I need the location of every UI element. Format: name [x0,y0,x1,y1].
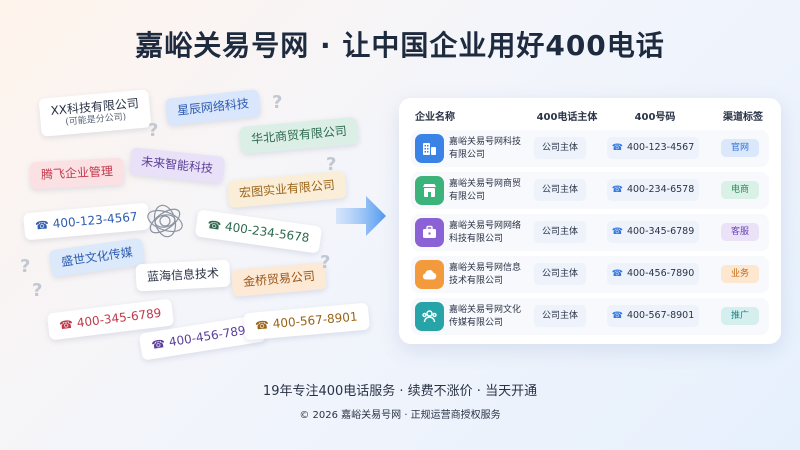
table-row[interactable]: 嘉峪关易号网信息技术有限公司 公司主体 ☎400-456-7890 业务 [411,256,769,293]
phone-icon: ☎ [58,317,74,333]
chaos-card-text: 400-456-7890 [167,322,255,350]
chaos-card-text: 金桥贸易公司 [242,268,316,290]
office-building-icon [415,134,444,163]
phone-number-badge[interactable]: ☎400-234-6578 [607,179,699,201]
channel-tag: 推广 [721,307,759,325]
storefront-icon [415,176,444,205]
phone-number-badge[interactable]: ☎400-123-4567 [607,137,699,159]
subject-badge: 公司主体 [534,137,586,159]
column-header-channel: 渠道标签 [723,112,763,123]
chaos-card-text: 宏图实业有限公司 [238,177,336,201]
chaos-card: 宏图实业有限公司 [227,170,347,209]
table-row[interactable]: 嘉峪关易号网网络科技有限公司 公司主体 ☎400-345-6789 客服 [411,214,769,251]
chaos-card: 未来智能科技 [128,147,226,184]
phone-icon: ☎ [611,143,623,153]
subject-badge: 公司主体 [534,221,586,243]
question-mark-icon: ? [320,252,331,273]
channel-tag: 官网 [721,139,759,157]
chaos-card-text: 未来智能科技 [140,154,214,176]
phone-number-badge[interactable]: ☎400-456-7890 [607,263,699,285]
phone-icon: ☎ [611,311,623,321]
page-title: 嘉峪关易号网 · 让中国企业用好400电话 [135,29,665,62]
chaos-card-text: 400-345-6789 [76,305,163,331]
organized-table-panel: 企业名称 400电话主体 400号码 渠道标签 嘉峪关易号网科技有限公司 公司主… [399,98,781,344]
phone-icon: ☎ [611,269,623,279]
company-name: 嘉峪关易号网信息技术有限公司 [449,263,522,286]
phone-icon: ☎ [150,336,167,352]
subject-badge: 公司主体 [534,263,586,285]
chaos-card-text: 华北商贸有限公司 [250,123,348,147]
chaos-card: ☎400-567-8901 [243,302,370,341]
channel-tag: 电商 [721,181,759,199]
channel-tag: 客服 [721,223,759,241]
tangled-lines-icon [147,204,183,238]
chaos-card-text: 400-567-8901 [272,309,359,331]
chaos-card-text: 腾飞企业管理 [40,164,114,182]
phone-icon: ☎ [611,185,623,195]
scattered-company-cards: XX科技有限公司 (可能是分公司) 星辰网络科技 华北商贸有限公司 腾飞企业管理… [0,80,370,370]
question-mark-icon: ? [32,280,43,301]
question-mark-icon: ? [148,120,159,141]
table-row[interactable]: 嘉峪关易号网科技有限公司 公司主体 ☎400-123-4567 官网 [411,130,769,167]
company-name: 嘉峪关易号网商贸有限公司 [449,179,522,202]
chaos-card-text: 盛世文化传媒 [60,245,134,269]
cloud-icon [415,260,444,289]
chaos-card: ☎400-234-5678 [194,209,322,254]
chaos-card-text: 星辰网络科技 [176,96,250,118]
company-name: 嘉峪关易号网科技有限公司 [449,137,522,160]
table-header: 企业名称 400电话主体 400号码 渠道标签 [399,108,781,126]
transform-arrow-icon [336,196,386,236]
phone-number-badge[interactable]: ☎400-345-6789 [607,221,699,243]
company-name: 嘉峪关易号网网络科技有限公司 [449,221,522,244]
chaos-card: 腾飞企业管理 [29,157,125,190]
chaos-card-text: 蓝海信息技术 [146,266,220,284]
chaos-card-text: 400-123-4567 [52,209,139,231]
phone-icon: ☎ [254,318,270,333]
chaos-card: 盛世文化传媒 [48,237,146,278]
phone-icon: ☎ [206,217,222,233]
column-header-company: 企业名称 [415,112,455,123]
channel-tag: 业务 [721,265,759,283]
question-mark-icon: ? [326,154,337,175]
footer-copyright: © 2026 嘉峪关易号网 · 正规运营商授权服务 [299,410,501,421]
chaos-card: 蓝海信息技术 [135,259,231,292]
phone-icon: ☎ [611,227,623,237]
column-header-subject: 400电话主体 [536,112,598,123]
subject-badge: 公司主体 [534,179,586,201]
phone-number-badge[interactable]: ☎400-567-8901 [607,305,699,327]
subject-badge: 公司主体 [534,305,586,327]
question-mark-icon: ? [272,92,283,113]
slogan: 19年专注400电话服务 · 续费不涨价 · 当天开通 [262,384,538,399]
chaos-card: 华北商贸有限公司 [239,116,359,155]
table-row[interactable]: 嘉峪关易号网文化传媒有限公司 公司主体 ☎400-567-8901 推广 [411,298,769,335]
question-mark-icon: ? [20,256,31,277]
chaos-card: 金桥贸易公司 [231,261,328,298]
column-header-number: 400号码 [634,112,676,123]
chaos-card-text: 400-234-5678 [224,219,311,246]
briefcase-icon [415,218,444,247]
phone-icon: ☎ [34,218,50,233]
chaos-card: 星辰网络科技 [164,89,262,126]
company-name: 嘉峪关易号网文化传媒有限公司 [449,305,522,328]
table-row[interactable]: 嘉峪关易号网商贸有限公司 公司主体 ☎400-234-6578 电商 [411,172,769,209]
people-icon [415,302,444,331]
chaos-card: XX科技有限公司 (可能是分公司) [38,89,152,137]
chaos-card: ☎400-123-4567 [23,202,150,241]
